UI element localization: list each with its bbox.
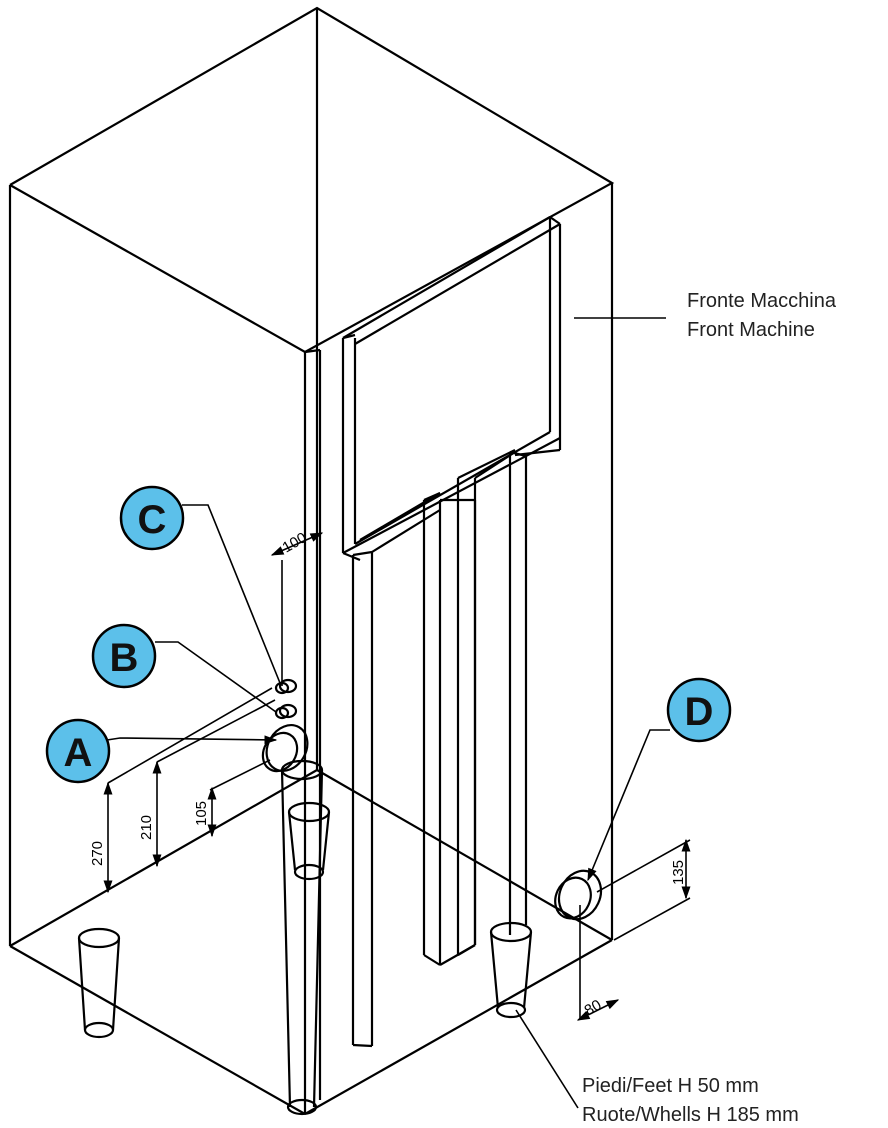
connection-d-pipe [554, 869, 603, 921]
leader-lines [106, 317, 670, 1109]
dim-d-offset: 80 [582, 996, 605, 1019]
badge-d: D [666, 677, 732, 743]
dimension-lines-left [103, 532, 324, 894]
label-a: A [64, 731, 93, 775]
front-upper-panel [341, 216, 562, 562]
foot-back-left [287, 801, 331, 881]
label-d: D [685, 690, 714, 734]
dimension-lines-right [576, 838, 691, 1021]
badge-a: A [45, 718, 111, 784]
connection-a-pipe [261, 724, 309, 773]
foot-front-right [489, 921, 533, 1019]
dim-height-b: 210 [138, 815, 155, 840]
note-wheels: Ruote/Whells H 185 mm [582, 1104, 799, 1126]
front-lower-rails [351, 449, 528, 1048]
label-c: C [138, 498, 167, 542]
note-front-italian: Fronte Macchina [687, 290, 837, 312]
cabinet-outline [8, 6, 615, 1115]
foot-front-left [77, 927, 121, 1039]
connection-b-fitting [274, 703, 298, 720]
badge-b: B [91, 623, 157, 689]
label-b: B [110, 636, 139, 680]
left-inner-channel [304, 348, 322, 1100]
badge-c: C [119, 485, 185, 551]
dim-height-c: 270 [89, 841, 106, 866]
dim-height-a: 105 [193, 801, 210, 826]
dim-height-d: 135 [670, 860, 687, 885]
note-feet: Piedi/Feet H 50 mm [582, 1075, 759, 1097]
foot-front-center [280, 759, 324, 1116]
note-front-english: Front Machine [687, 319, 815, 341]
